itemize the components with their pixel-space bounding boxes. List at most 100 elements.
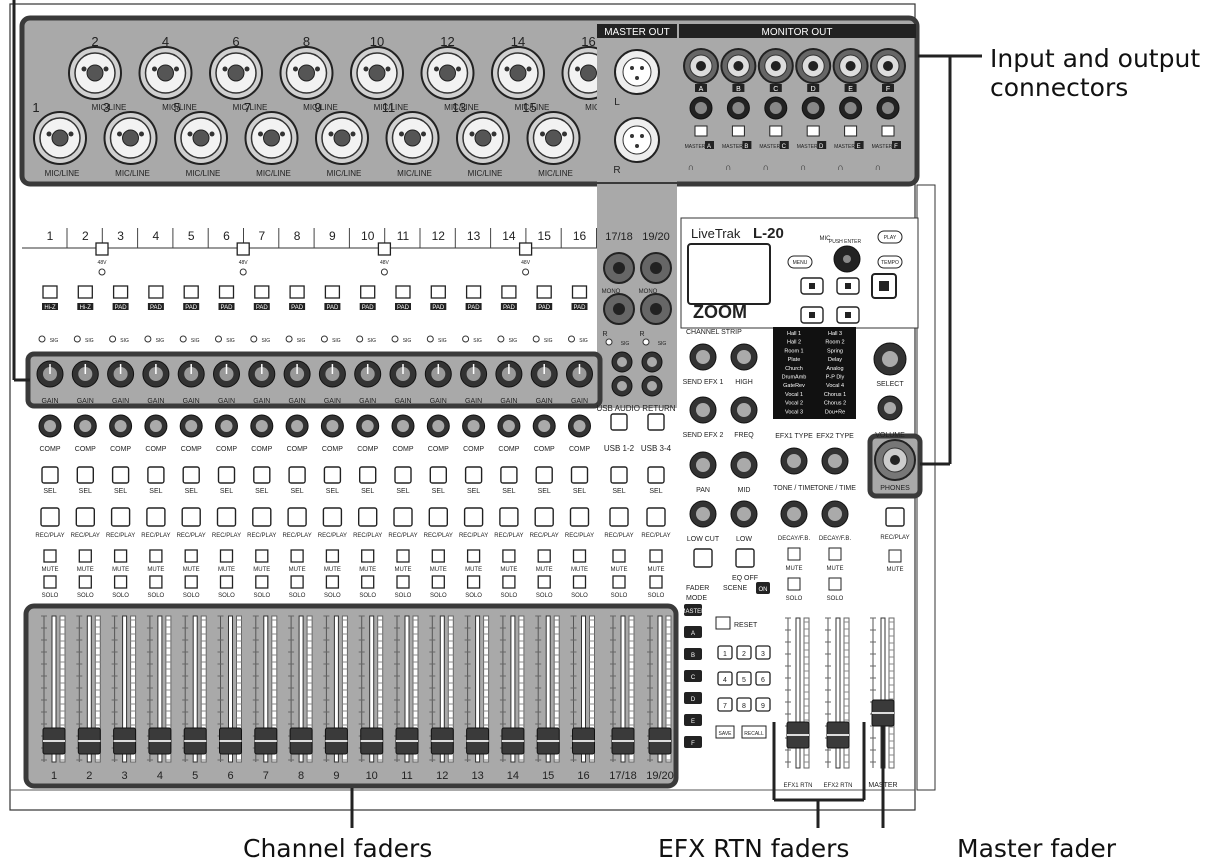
comp-knob-cap	[397, 420, 409, 432]
scene-button-4	[717, 671, 733, 686]
xlr-jack-1-center	[51, 129, 69, 147]
comp-label-13: COMP	[463, 446, 484, 453]
fader-mode-key-label-C: C	[691, 675, 696, 681]
sig-led-11	[391, 335, 399, 343]
strip-knob-cap	[737, 403, 751, 417]
sig-label: SIG	[50, 338, 59, 344]
rec-play-label-13: REC/PLAY	[459, 533, 488, 539]
monitor-master-button	[769, 125, 783, 137]
xlr-jack-6-pin	[244, 66, 250, 72]
monitor-letter-box2	[817, 141, 827, 149]
comp-knob-cap	[573, 420, 586, 432]
rec-play-button-16	[569, 507, 590, 527]
monitor-letter-box2	[742, 141, 752, 149]
fader-number-0: 1	[51, 770, 57, 782]
monitor-letter2-D: D	[819, 144, 824, 150]
xlr-number-16: 16	[581, 34, 595, 49]
xlr-jack-5-pin	[187, 131, 193, 137]
comp-label-9: COMP	[322, 446, 343, 453]
sel-button-6	[217, 466, 236, 484]
channel-fader-7-led-bar	[271, 615, 278, 763]
scene-button-3	[755, 645, 771, 660]
comp-knob-cap	[114, 420, 127, 432]
stereo-sel-button	[647, 466, 665, 484]
mute-label-11: MUTE	[395, 567, 412, 573]
fader-mode-key-label-B: B	[691, 653, 695, 659]
master-xlr-inner	[622, 57, 652, 87]
monitor-master-button	[694, 125, 708, 137]
monitor-master-button	[844, 125, 858, 137]
monitor-letter-box2	[892, 141, 901, 149]
xlr-jack-4-center	[157, 64, 174, 82]
mute-button-15	[537, 549, 551, 563]
fader-mode-key-B	[684, 648, 702, 660]
channel-fader-6-slot	[228, 615, 233, 763]
xlr-jack-10-pin	[385, 66, 391, 72]
efx2-item-4: Analog	[826, 366, 843, 372]
sel-button-14	[500, 466, 518, 484]
gain-label-1: GAIN	[41, 398, 58, 405]
channel-fader-14-led-bar	[518, 615, 525, 763]
comp-knob-cap	[361, 420, 374, 432]
solo-label-6: SOLO	[218, 593, 235, 599]
xlr-jack-8-center	[298, 64, 315, 82]
sel-button-3	[111, 466, 130, 484]
mute-label-7: MUTE	[253, 567, 270, 573]
stereo-jack-hole	[613, 303, 625, 315]
scene-button-9	[755, 697, 771, 712]
efx1-item-5: DrumAmb	[782, 375, 807, 381]
efx1-item-6: GateRev	[783, 383, 805, 389]
stereo-mute-label: MUTE	[648, 567, 665, 573]
fader-mode-key-MASTER	[684, 604, 702, 616]
efx1-type-label: EFX1 TYPE	[775, 433, 813, 440]
scene-button-2	[736, 645, 752, 660]
solo-button-15	[537, 575, 551, 589]
comp-label-7: COMP	[251, 446, 272, 453]
monitor-master-label: MASTER	[722, 144, 743, 150]
rec-play-label-3: REC/PLAY	[106, 533, 135, 539]
comp-label-8: COMP	[287, 446, 308, 453]
channel-number-6: 6	[223, 229, 230, 243]
mic-line-label: MIC/LINE	[538, 169, 573, 178]
fader-mode-key-label-F: F	[691, 741, 695, 747]
efx1-item-9: Vocal 3	[785, 409, 803, 415]
pad-button-8	[289, 285, 305, 299]
sel-button-9	[323, 466, 342, 484]
pad-button-5	[183, 285, 199, 299]
xlr-pin	[640, 134, 644, 138]
gain-label-4: GAIN	[147, 398, 164, 405]
recall-button	[741, 725, 767, 739]
master-mute-label: MUTE	[887, 567, 904, 573]
mute-label-13: MUTE	[465, 567, 482, 573]
sel-button-8	[288, 466, 306, 484]
gain-label-7: GAIN	[253, 398, 270, 405]
comp-label-12: COMP	[428, 446, 449, 453]
headphone-icon: ∩	[725, 162, 731, 172]
mute-button-10	[361, 549, 375, 563]
usb-return-knob-cap	[617, 357, 627, 367]
phantom-led	[380, 268, 388, 276]
rec-play-label-16: REC/PLAY	[565, 533, 594, 539]
strip-knob-label-6: LOW CUT	[687, 536, 720, 543]
fader-number-2: 3	[122, 770, 128, 782]
phantom-button	[95, 242, 109, 256]
sel-label-8: SEL	[290, 488, 303, 495]
fader-mode-key-E	[684, 714, 702, 726]
monitor-letter-F: F	[886, 86, 890, 93]
sig-led-5	[179, 335, 187, 343]
channel-fader-2-led-bar	[94, 615, 101, 763]
channel-number-9: 9	[329, 229, 336, 243]
efx1-mute-label: MUTE	[786, 566, 803, 572]
xlr-jack-8-pin	[315, 66, 320, 72]
master-rec-play-button	[885, 507, 905, 527]
master-rec-play-label: REC/PLAY	[880, 535, 909, 541]
select-label: SELECT	[876, 381, 904, 388]
solo-label-7: SOLO	[253, 593, 270, 599]
sig-led-14	[497, 335, 505, 343]
mute-button-11	[396, 549, 410, 563]
xlr-jack-5-pin	[209, 131, 215, 137]
stereo-sel-label: SEL	[612, 488, 625, 495]
sel-button-7	[253, 466, 271, 484]
mic-line-label: MIC/LINE	[397, 169, 432, 178]
comp-label-10: COMP	[357, 446, 378, 453]
